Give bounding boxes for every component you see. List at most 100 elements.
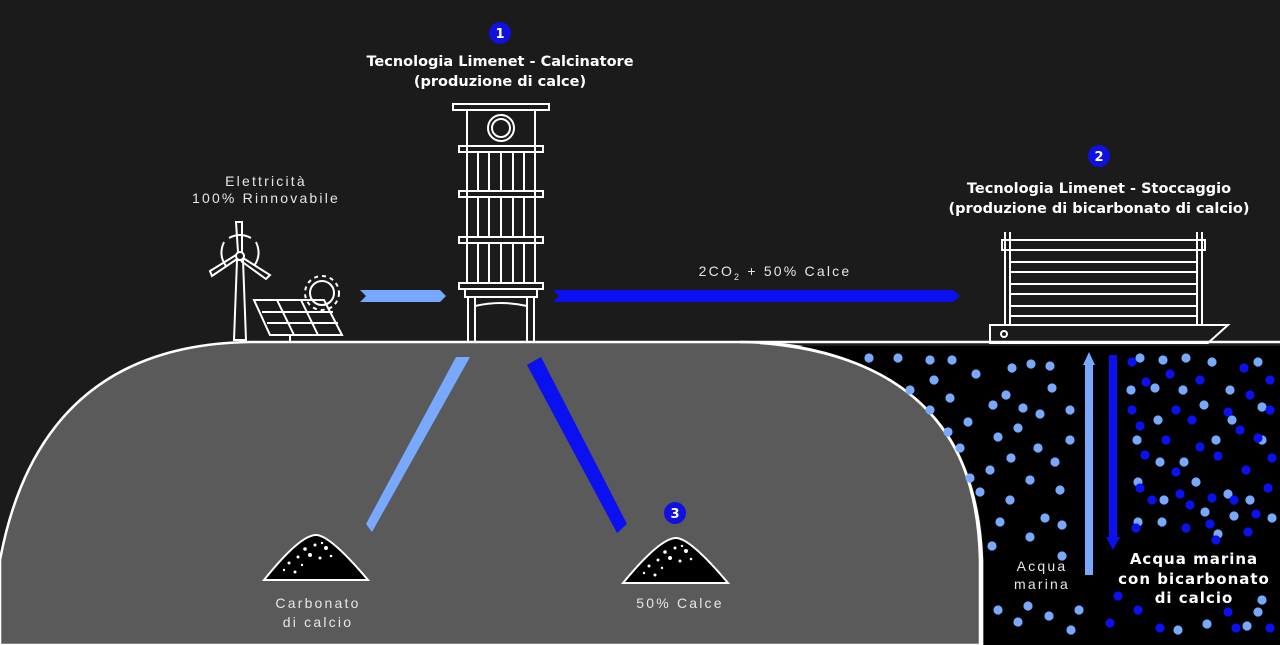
bicarbonate-dot (1239, 363, 1249, 373)
solar-panel-icon (252, 299, 344, 342)
bicarbonate-label-line2: con bicarbonato (1118, 570, 1270, 588)
bicarbonate-dot (1135, 421, 1145, 431)
seawater-dot (1229, 511, 1239, 521)
calcinator-title-line1: Tecnologia Limenet - Calcinatore (366, 54, 633, 70)
seawater-dot (1033, 443, 1043, 453)
bicarbonate-dot (1205, 519, 1215, 529)
seawater-dot (1025, 532, 1035, 542)
seawater-dot (1225, 385, 1235, 395)
seawater-dot (1253, 607, 1263, 617)
bicarbonate-dot (1245, 390, 1255, 400)
lime-label: 50% Calce (636, 595, 724, 611)
wind-turbine-icon (208, 221, 272, 341)
bicarbonate-dot (1161, 435, 1171, 445)
seawater-dot (1242, 621, 1252, 631)
seawater-dot (1207, 357, 1217, 367)
seawater-dot (995, 517, 1005, 527)
seawater-dot (1179, 457, 1189, 467)
seawater-dot (1135, 353, 1145, 363)
bicarbonate-dot (1211, 535, 1221, 545)
seawater-dot (1013, 423, 1023, 433)
underground-area (0, 340, 982, 645)
bicarbonate-dot (1195, 442, 1205, 452)
bicarbonate-dot (1235, 425, 1245, 435)
seawater-dot (1150, 383, 1160, 393)
bicarbonate-dot (1229, 495, 1239, 505)
seawater-dot (1065, 435, 1075, 445)
seawater-dot (1057, 520, 1067, 530)
seawater-dot (945, 393, 955, 403)
bicarbonate-dot (1251, 509, 1261, 519)
seawater-dot (971, 369, 981, 379)
co2-lime-arrow (553, 290, 960, 302)
storage-title-line1: Tecnologia Limenet - Stoccaggio (967, 181, 1231, 197)
bicarbonate-dot (1265, 623, 1275, 633)
bicarbonate-dot (1135, 483, 1145, 493)
seawater-dot (925, 355, 935, 365)
step-badge-1: 1 (489, 22, 511, 44)
seawater-dot (988, 400, 998, 410)
seawater-dot (905, 385, 915, 395)
seawater-dot (1018, 403, 1028, 413)
seawater-dot (1227, 415, 1237, 425)
step-badge-2: 2 (1088, 145, 1110, 167)
seawater-dot (1245, 495, 1255, 505)
bicarbonate-dot (1127, 357, 1137, 367)
calcinator-tower-icon (452, 103, 550, 342)
seawater-dot (1055, 485, 1065, 495)
bicarbonate-dot (1140, 450, 1150, 460)
carbonate-label-line1: Carbonato (275, 595, 360, 611)
seawater-dot (1155, 457, 1165, 467)
seawater-dot (1178, 385, 1188, 395)
bicarbonate-dot (1267, 453, 1277, 463)
bicarbonate-dot (1265, 375, 1275, 385)
bicarbonate-dot (1165, 369, 1175, 379)
co2-lime-label: 2CO2 + 50% Calce (699, 263, 852, 282)
seawater-dot (985, 465, 995, 475)
seawater-label-line2: marina (1014, 576, 1070, 592)
bicarbonate-dot (1231, 623, 1241, 633)
seawater-dot (1040, 513, 1050, 523)
seawater-dot (1074, 605, 1084, 615)
bicarbonate-dots (1105, 357, 1277, 633)
bicarbonate-label-line1: Acqua marina (1130, 550, 1258, 568)
seawater-dot (1253, 357, 1263, 367)
seawater-dot (963, 417, 973, 427)
seawater-dot (1023, 601, 1033, 611)
seawater-dot (975, 487, 985, 497)
carbonate-up-arrow (366, 357, 470, 532)
bicarbonate-dot (1263, 483, 1273, 493)
bicarbonate-dot (1195, 375, 1205, 385)
sun-icon (304, 275, 340, 311)
bicarbonate-dot (1175, 489, 1185, 499)
seawater-dot (1050, 457, 1060, 467)
seawater-dot (1047, 383, 1057, 393)
seawater-dot (1211, 435, 1221, 445)
bicarbonate-dot (1223, 407, 1233, 417)
seawater-dot (1153, 415, 1163, 425)
seawater-dot (1026, 359, 1036, 369)
step-badge-3: 3 (664, 502, 686, 524)
bicarbonate-dot (1171, 467, 1181, 477)
bicarbonate-down-arrow (1106, 355, 1120, 550)
seawater-dot (1044, 611, 1054, 621)
bicarbonate-dot (1131, 523, 1141, 533)
bicarbonate-dot (1207, 493, 1217, 503)
seawater-dot (1200, 507, 1210, 517)
svg-text:2: 2 (1094, 150, 1103, 165)
seawater-dot (1199, 400, 1209, 410)
storage-title-line2: (produzione di bicarbonato di calcio) (949, 201, 1250, 217)
seawater-dot (955, 443, 965, 453)
seawater-dot (1267, 513, 1277, 523)
bicarbonate-dot (1265, 405, 1275, 415)
seawater-dot (864, 353, 874, 363)
seawater-dot (1007, 363, 1017, 373)
seawater-dot (993, 605, 1003, 615)
bicarbonate-dot (1241, 465, 1251, 475)
seawater-dot (987, 541, 997, 551)
seawater-dot (1057, 551, 1067, 561)
bicarbonate-dot (1171, 405, 1181, 415)
electricity-label-line2: 100% Rinnovabile (192, 190, 340, 206)
seawater-dot (1035, 409, 1045, 419)
seawater-dot (1126, 385, 1136, 395)
